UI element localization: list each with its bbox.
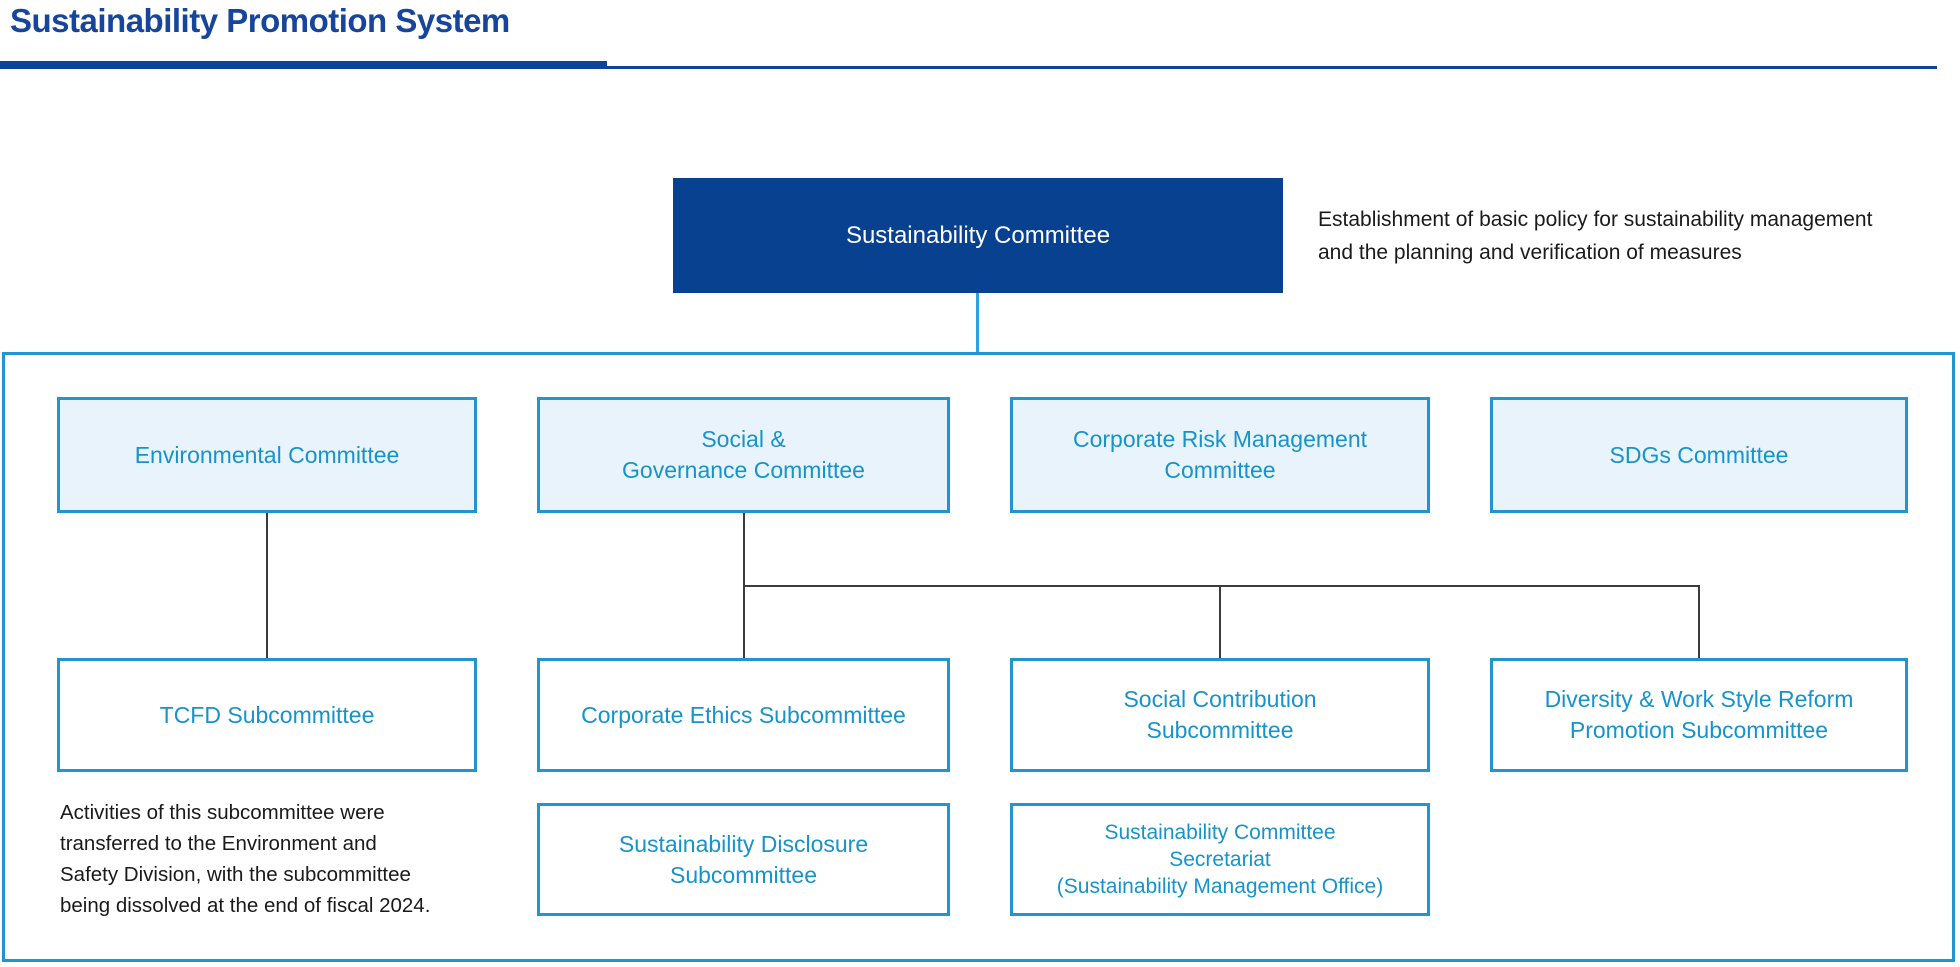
connector-root-to-container — [976, 293, 979, 352]
connector-to-diversity — [1698, 585, 1700, 658]
connector-horizontal-branch — [743, 585, 1700, 587]
node-label: Sustainability Committee — [845, 221, 1111, 249]
node-sustainability-committee: Sustainability Committee — [673, 178, 1283, 293]
title-underline-thick — [0, 61, 607, 69]
node-corporate-ethics-subcommittee: Corporate Ethics Subcommittee — [537, 658, 950, 772]
connector-to-social-contribution — [1219, 585, 1221, 658]
node-sdgs-committee: SDGs Committee — [1490, 397, 1908, 513]
root-annotation-text: Establishment of basic policy for sustai… — [1318, 208, 1873, 264]
node-social-governance-committee: Social &Governance Committee — [537, 397, 950, 513]
title-underline-thin — [607, 66, 1937, 69]
node-tcfd-subcommittee: TCFD Subcommittee — [57, 658, 477, 772]
connector-environmental-to-tcfd — [266, 513, 268, 658]
node-environmental-committee: Environmental Committee — [57, 397, 477, 513]
page-title: Sustainability Promotion System — [10, 2, 510, 39]
